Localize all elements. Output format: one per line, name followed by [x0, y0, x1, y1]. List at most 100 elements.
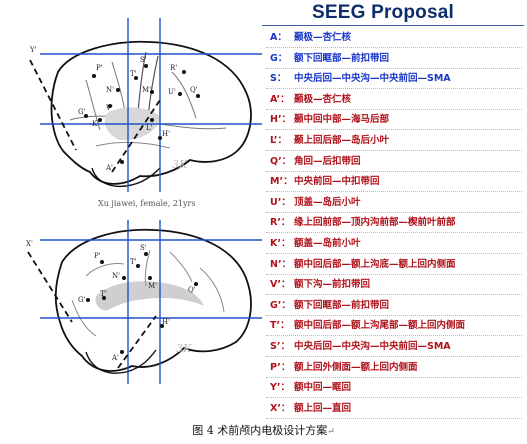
proposal-item-desc: 中央后回—中央沟—中央前回—SMA [294, 341, 451, 352]
proposal-header: SEEG Proposal [262, 0, 527, 26]
brain-svg: Y' P' S' T' R' N' M' U' Q' V' G' K' L' H… [26, 18, 262, 384]
electrode-dot [120, 160, 124, 164]
proposal-item: S’： 中央后回—中央沟—中央前回—SMA [266, 337, 522, 357]
electrode-label: P' [96, 64, 103, 72]
proposal-item-code: H’： [270, 114, 292, 126]
proposal-item-code: A’： [270, 93, 290, 105]
electrode-label: Y' [29, 46, 37, 54]
proposal-item-desc: 额盖—岛前小叶 [294, 238, 361, 249]
row-divider [266, 88, 522, 90]
electrode-dot [116, 88, 120, 92]
electrode-label: M' [148, 282, 157, 290]
electrode-label: A' [105, 164, 113, 172]
electrode-dot [144, 64, 148, 68]
electrode-dot [100, 260, 104, 264]
proposal-item-code: U’： [270, 196, 291, 208]
proposal-item-code: P’： [270, 361, 291, 373]
electrode-dot [86, 298, 90, 302]
proposal-item-desc: 颞极—杏仁核 [294, 32, 352, 43]
electrode-dot [150, 118, 154, 122]
trajectory-dashed [27, 251, 73, 323]
electrode-label: T' [130, 258, 137, 266]
electrode-label: S' [140, 56, 147, 64]
electrode-label: U' [168, 88, 176, 96]
proposal-item: U’：顶盖—岛后小叶 [266, 193, 522, 213]
proposal-item-desc: 额上回外侧面—额上回内侧面 [294, 361, 418, 373]
trajectory-dashed [111, 99, 161, 173]
proposal-item: M’：中央前回—中扣带回 [266, 172, 522, 193]
electrode-label: G' [78, 108, 86, 116]
electrode-label: H' [162, 318, 170, 326]
proposal-item-code: V’： [270, 279, 291, 291]
row-divider [266, 417, 522, 419]
row-divider [266, 67, 522, 69]
proposal-item-desc: 顶盖—岛后小叶 [294, 196, 361, 208]
proposal-item-code: N’： [270, 258, 292, 270]
row-divider [266, 150, 522, 151]
proposal-item-desc: 额中回—眶回 [294, 382, 352, 394]
proposal-item-code: K’： [270, 238, 291, 249]
proposal-item-code: Q’： [270, 155, 292, 167]
row-divider [266, 376, 522, 378]
electrode-label: N' [106, 86, 114, 94]
proposal-item-desc: 缘上回前部—顶内沟前部—楔前叶前部 [294, 217, 456, 229]
sulcus-line [95, 141, 171, 149]
sulcus-line [144, 249, 151, 287]
electrode-dot [144, 252, 148, 256]
proposal-item: G’：额下回眶部—前扣带回 [266, 296, 522, 316]
electrode-label: P' [94, 252, 101, 260]
electrode-dot [148, 276, 152, 280]
row-divider [266, 273, 522, 275]
proposal-item: A’：颞极—杏仁核 [266, 90, 522, 110]
proposal-item: G：额下回眶部—前扣带回 [266, 49, 522, 69]
row-divider [266, 108, 522, 110]
brain-top: Y' P' S' T' R' N' M' U' Q' V' G' K' L' H… [29, 18, 262, 208]
proposal-item-desc: 额上回—直回 [294, 402, 352, 414]
trajectory-dashed [117, 315, 157, 369]
row-divider [266, 397, 522, 399]
proposal-item-desc: 额中回后部—额上沟底—额上回内侧面 [294, 258, 456, 270]
electrode-dot [178, 92, 182, 96]
electrode-label: S' [140, 244, 147, 252]
proposal-item: N’：额中回后部—额上沟底—额上回内侧面 [266, 255, 522, 275]
proposal-item: R’：缘上回前部—顶内沟前部—楔前叶前部 [266, 213, 522, 234]
row-divider [266, 335, 522, 337]
proposal-item: P’：额上回外侧面—额上回内侧面 [266, 358, 522, 378]
sulcus-line [137, 51, 147, 113]
proposal-item: K’：额盖—岛前小叶 [266, 234, 522, 254]
proposal-item-code: X’： [270, 402, 291, 414]
electrode-label: X' [26, 240, 33, 248]
electrode-dot [120, 350, 124, 354]
row-divider [266, 294, 522, 296]
figure-caption: 图 4 术前颅内电极设计方案↵ [0, 422, 527, 438]
electrode-label: A' [111, 354, 119, 362]
proposal-title: SEEG Proposal [312, 2, 454, 23]
sulcus-line [199, 267, 225, 313]
row-divider [266, 47, 522, 48]
proposal-item: S：中央后回—中央沟—中央前回—SMA [266, 69, 522, 90]
signature-mark: 3K [172, 158, 188, 171]
sulcus-line [85, 79, 101, 131]
electrode-label: T' [130, 70, 137, 78]
proposal-item-desc: 中央前回—中扣带回 [294, 176, 380, 188]
figure-caption-text: 图 4 术前颅内电极设计方案 [192, 424, 328, 437]
sulcus-line [71, 299, 97, 337]
electrode-dot [160, 324, 164, 328]
proposal-item-code: Y’： [270, 382, 290, 394]
electrode-label: Q' [188, 286, 196, 294]
paragraph-return-mark: ↵ [327, 427, 335, 437]
row-divider [266, 232, 522, 234]
proposal-item-code: T’： [270, 320, 290, 332]
proposal-item-desc: 额下回眶部—前扣带回 [294, 299, 390, 311]
title-divider [262, 25, 524, 26]
proposal-item-desc: 额中回后部—额上沟尾部—额上回内侧面 [294, 320, 466, 332]
electrode-dot [158, 136, 162, 140]
proposal-item-code: G’： [270, 299, 291, 311]
corpus-callosum-shading [95, 281, 204, 311]
electrode-dot [122, 276, 126, 280]
brain-top-outline [50, 40, 252, 185]
proposal-item-code: S’： [270, 341, 290, 352]
row-divider [266, 211, 522, 213]
electrode-dot [194, 282, 198, 286]
